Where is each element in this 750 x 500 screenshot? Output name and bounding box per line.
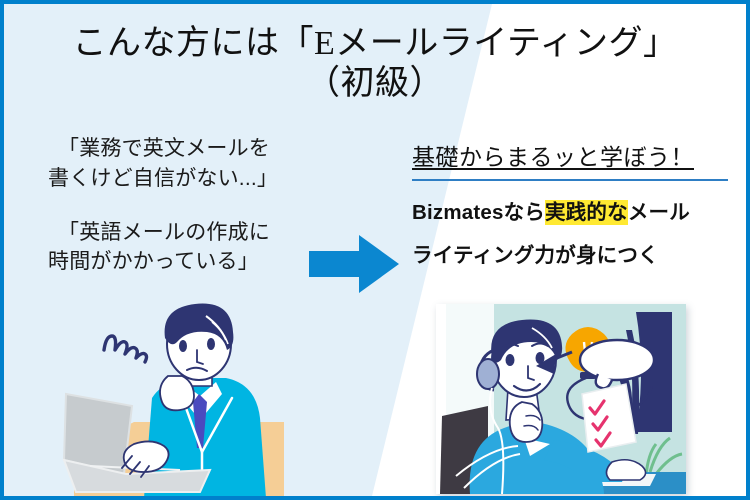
page-title: こんな方には「Eメールライティング」 （初級） [4, 24, 746, 104]
body-post: メール [627, 201, 690, 224]
quote-2-line-1: 「英語メールの作成に [58, 220, 270, 244]
headline-rule [412, 179, 728, 181]
right-headline: 基礎からまるッと学ぼう！ [412, 144, 694, 170]
left-quotes-block: 「業務で英文メールを 書くけど自信がない...」 「英語メールの作成に 時間がか… [48, 134, 328, 301]
quote-1-line-1: 「業務で英文メールを [58, 137, 270, 160]
page-title-line1: こんな方には「Eメールライティング」 [72, 25, 678, 62]
page-title-line2: （初級） [306, 65, 444, 103]
right-arrow-icon [309, 235, 399, 293]
quote-item-1: 「業務で英文メールを 書くけど自信がない...」 [48, 134, 328, 194]
illustration-smiling-man-computer [436, 304, 686, 494]
right-text-block: 基礎からまるッと学ぼう！ Bizmatesなら実践的なメール ライティング力が身… [412, 138, 734, 266]
checkmark-icons [588, 399, 612, 448]
quote-item-2: 「英語メールの作成に 時間がかかっている」 [48, 218, 328, 278]
right-body-line-2: ライティング力が身につく [412, 243, 659, 267]
right-body-line-1: Bizmatesなら実践的なメール [412, 200, 734, 225]
body-highlight: 実践的な [545, 200, 628, 225]
illustration-worried-businessman [56, 302, 302, 496]
body-pre: Bizmatesなら [412, 201, 546, 224]
worry-squiggle-icon [102, 334, 149, 364]
quote-1-line-2: 書くけど自信がない...」 [48, 166, 279, 190]
quote-2-line-2: 時間がかかっている」 [48, 250, 259, 274]
